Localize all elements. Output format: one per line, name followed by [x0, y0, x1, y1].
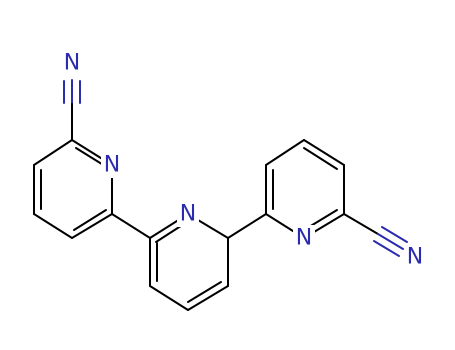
atom-label-n: N	[64, 51, 80, 76]
atom-label-n: N	[180, 202, 196, 227]
pyridine-ring-center	[149, 213, 229, 311]
atom-label-n: N	[407, 245, 423, 270]
cyano-group-right	[343, 213, 408, 257]
atom-n-ring-center: N	[177, 201, 199, 227]
atom-n-cyano-top: N	[61, 50, 83, 76]
pyridine-ring-right	[265, 139, 345, 239]
atom-n-ring-left: N	[101, 152, 123, 178]
biaryl-bond-right	[227, 213, 267, 239]
cyano-group-top	[63, 79, 81, 141]
atom-label-n: N	[104, 153, 120, 178]
biaryl-bond-left	[111, 213, 151, 239]
atom-label-n: N	[296, 226, 312, 251]
atom-n-cyano-right: N	[404, 244, 426, 270]
pyridine-ring-left	[33, 139, 113, 239]
atom-n-ring-right: N	[293, 225, 315, 251]
